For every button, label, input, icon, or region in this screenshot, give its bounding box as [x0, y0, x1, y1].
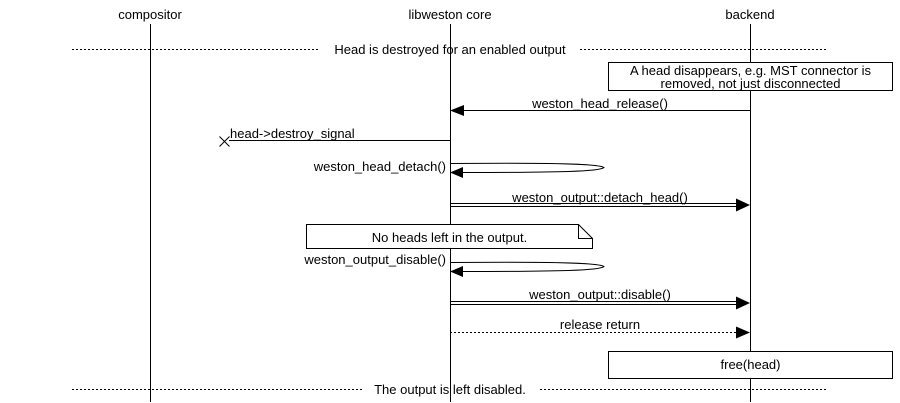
note-box-no-heads-fold-icon	[578, 224, 593, 239]
divider-bottom-label: The output is left disabled.	[374, 382, 526, 397]
message-label-head-detach: weston_head_detach()	[313, 159, 446, 174]
arrowhead-head-detach	[450, 167, 463, 178]
actor-label-libweston-core: libweston core	[408, 7, 492, 22]
arrowhead-release-return	[736, 326, 750, 339]
note-box-no-heads	[306, 224, 593, 249]
message-label-head-release: weston_head_release()	[532, 96, 668, 111]
arrowhead-disable	[736, 296, 750, 310]
action-box-free-head	[608, 351, 893, 379]
lost-message-cross-icon	[219, 136, 230, 147]
arrowhead-head-release	[450, 105, 464, 116]
message-label-release-return: release return	[559, 317, 641, 332]
message-label-output-disable-call: weston_output::disable()	[529, 287, 671, 302]
note-head-disappears-line1: A head disappears, e.g. MST connector is	[629, 63, 872, 78]
divider-top-label: Head is destroyed for an enabled output	[334, 42, 566, 57]
self-arrow-output-disable	[449, 261, 605, 272]
note-head-disappears-line2: removed, not just disconnected	[660, 76, 841, 91]
self-arrow-head-detach	[449, 162, 605, 173]
message-label-output-disable: weston_output_disable()	[304, 252, 446, 267]
message-label-detach-head: weston_output::detach_head()	[512, 190, 688, 205]
action-label-free-head: free(head)	[720, 357, 781, 372]
arrowhead-output-disable	[450, 266, 463, 277]
actor-label-compositor: compositor	[118, 7, 182, 22]
actor-label-backend: backend	[725, 7, 775, 22]
arrowhead-detach-head	[736, 198, 750, 212]
note-head-disappears: A head disappears, e.g. MST connector is…	[609, 64, 892, 90]
note-no-heads: No heads left in the output.	[371, 230, 528, 245]
note-box-head-disappears	[608, 62, 893, 91]
message-label-destroy-signal: head->destroy_signal	[230, 126, 355, 141]
